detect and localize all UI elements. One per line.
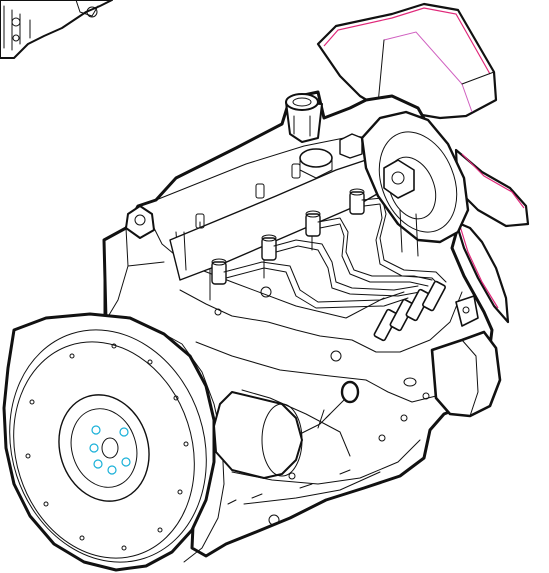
oil-filter xyxy=(213,391,331,479)
injector-1 xyxy=(211,258,227,285)
fan-blade-upper-highlight xyxy=(323,7,491,75)
oil-filler-cap-icon xyxy=(285,93,323,143)
flywheel-ring-bolts xyxy=(25,343,189,551)
cropped-component-top-left xyxy=(0,0,113,59)
injector-4 xyxy=(349,188,365,215)
injector-2 xyxy=(261,234,277,261)
breather-cap xyxy=(299,133,363,179)
dipstick-loop xyxy=(325,380,360,419)
fan-blade-upper xyxy=(316,2,498,120)
lifting-eye-left xyxy=(125,205,155,239)
fan-blade-lower xyxy=(454,220,510,324)
block-bolts xyxy=(195,163,430,526)
rear-pump-housing xyxy=(430,295,502,418)
flywheel-bolts xyxy=(89,425,131,475)
fan-blade-upper-inner xyxy=(383,31,473,113)
injector-set xyxy=(211,188,365,285)
fan-pulley xyxy=(360,110,470,257)
injection-pump-fittings xyxy=(373,280,446,342)
fuel-line-icon xyxy=(223,197,447,309)
injector-3 xyxy=(305,210,321,237)
flywheel-hub xyxy=(58,394,150,502)
